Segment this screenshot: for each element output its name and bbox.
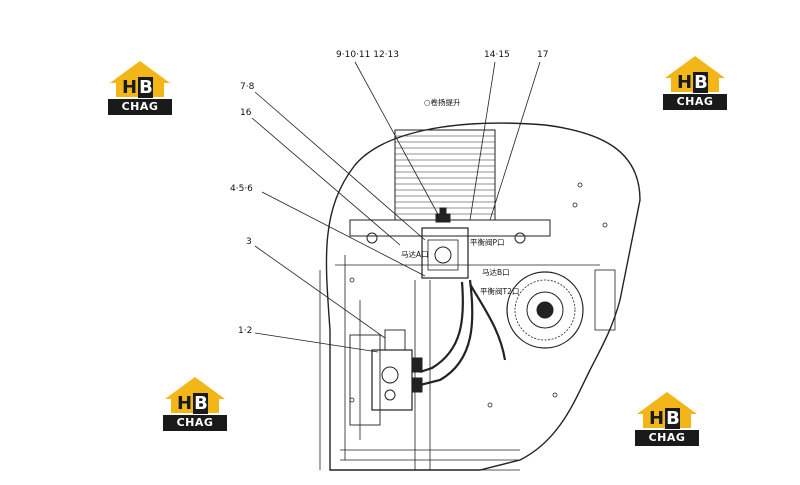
note-motor-a: 马达A口 [401,250,429,259]
callout-1-2: 1·2 [238,326,253,336]
note-motor-b: 马达B口 [482,268,510,277]
slew-reducer [506,269,616,349]
note-winch-lift-text: 卷扬提升 [430,98,461,107]
logo-mark-h: H [649,408,664,429]
callout-7-8: 7·8 [240,82,255,92]
logo-mark-b: B [665,408,680,429]
logo-roof [110,61,170,83]
note-balance-valve-p: 平衡阀P口 [470,238,505,247]
logo-wordmark: CHAG [635,430,699,446]
housing-outline [325,122,641,471]
logo-mark-h: H [122,77,137,98]
callout-9-13: 9·10·11 12·13 [336,50,399,60]
note-balance-valve-t2: 平衡阀T2口 [480,287,520,296]
base-line [330,459,520,471]
callout-16: 16 [240,108,252,118]
logo-roof [637,392,697,414]
logo-wordmark: CHAG [108,99,172,115]
callout-17: 17 [537,50,549,60]
callout-3: 3 [246,237,252,247]
hoist-motor [421,207,469,279]
callout-4-5-6: 4·5·6 [230,184,253,194]
logo-wordmark: CHAG [663,94,727,110]
bolt-markers [349,182,608,408]
pump-valve-unit [349,329,423,426]
logo-mark-b: B [693,72,708,93]
leader-lines [251,61,541,353]
callout-14-15: 14·15 [484,50,510,60]
logo-mark-h: H [677,72,692,93]
hydraulic-hoses [419,279,507,387]
logo-roof [165,377,225,399]
winch-drum [349,129,551,244]
logo-mark-b: B [138,77,153,98]
note-winch-lift: ○卷扬提升 [424,98,461,107]
logo-wordmark: CHAG [163,415,227,431]
logo-roof [665,56,725,78]
logo-mark-h: H [177,393,192,414]
logo-mark-b: B [193,393,208,414]
